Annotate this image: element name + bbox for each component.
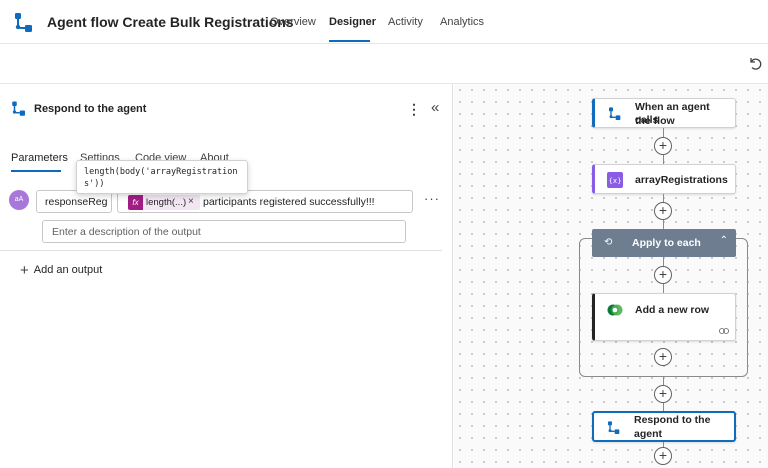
output-name-field[interactable]: responseReg — [36, 190, 112, 213]
more-options-icon[interactable]: ⋮ — [407, 101, 421, 117]
divider — [0, 250, 442, 251]
add-output-label: Add an output — [33, 264, 103, 276]
flow-canvas[interactable]: When an agent calls the flow + {x} array… — [454, 84, 768, 468]
compose-label: arrayRegistrations — [635, 174, 728, 186]
expression-tooltip: length(body('arrayRegistrations')) — [76, 160, 248, 194]
active-tab-indicator — [329, 40, 370, 42]
output-description-input[interactable]: Enter a description of the output — [42, 220, 406, 243]
flow-icon — [608, 421, 620, 434]
compose-card[interactable]: {x} arrayRegistrations — [592, 164, 736, 194]
svg-text:{x}: {x} — [608, 177, 621, 185]
undo-icon[interactable] — [747, 55, 763, 71]
compose-icon: {x} — [607, 172, 623, 188]
add-output-button[interactable]: + Add an output — [20, 262, 102, 279]
active-panel-tab-indicator — [11, 170, 61, 172]
connector — [663, 442, 664, 450]
designer-toolbar — [0, 44, 768, 84]
panel-title: Respond to the agent — [34, 103, 147, 115]
output-type-avatar: aA — [9, 190, 29, 210]
insert-step-button[interactable]: + — [654, 348, 672, 366]
token-label: length(...) — [146, 197, 187, 208]
trigger-label-1: When an agent calls — [635, 101, 710, 126]
loop-icon: ⟲ — [604, 237, 613, 248]
tab-activity[interactable]: Activity — [388, 16, 423, 28]
flow-icon — [15, 13, 32, 32]
insert-step-button[interactable]: + — [654, 266, 672, 284]
insert-step-button[interactable]: + — [654, 202, 672, 220]
chevron-up-icon[interactable]: ⌃ — [719, 235, 728, 246]
action-details-panel: Respond to the agent ⋮ « Parameters Sett… — [0, 84, 453, 468]
link-icon — [719, 328, 729, 334]
output-value-field[interactable]: fx length(...) × participants registered… — [117, 190, 413, 213]
trigger-card[interactable]: When an agent calls the flow — [592, 98, 736, 128]
respond-agent-card[interactable]: Respond to the agent — [592, 411, 736, 442]
tab-designer[interactable]: Designer — [329, 16, 377, 28]
dataverse-icon — [607, 304, 623, 316]
trigger-label-2: the flow — [635, 115, 675, 127]
tab-analytics[interactable]: Analytics — [440, 16, 485, 28]
output-more-icon[interactable]: ··· — [424, 191, 440, 206]
collapse-panel-icon[interactable]: « — [431, 99, 440, 116]
plus-icon: + — [20, 262, 29, 279]
apply-to-each-card[interactable]: ⟲ Apply to each ⌃ — [592, 229, 736, 257]
flow-title: Agent flow Create Bulk Registrations — [47, 14, 294, 30]
insert-step-button[interactable]: + — [654, 447, 672, 465]
tab-parameters[interactable]: Parameters — [11, 152, 68, 164]
respond-label-2: agent — [634, 428, 663, 440]
app-header: Agent flow Create Bulk Registrations Ove… — [0, 0, 768, 44]
output-value-text: participants registered successfully!!! — [203, 196, 375, 208]
remove-token-icon[interactable]: × — [188, 196, 194, 207]
add-new-row-card[interactable]: Add a new row — [592, 293, 736, 341]
tab-overview[interactable]: Overview — [270, 16, 316, 28]
add-new-row-label: Add a new row — [635, 304, 710, 316]
insert-step-button[interactable]: + — [654, 137, 672, 155]
respond-agent-icon — [12, 101, 25, 116]
expression-token[interactable]: fx length(...) × — [128, 195, 200, 210]
respond-label-1: Respond to the — [634, 414, 711, 426]
flow-icon — [609, 107, 621, 120]
function-icon: fx — [128, 195, 143, 210]
insert-step-button[interactable]: + — [654, 385, 672, 403]
apply-to-each-label: Apply to each — [632, 237, 701, 249]
